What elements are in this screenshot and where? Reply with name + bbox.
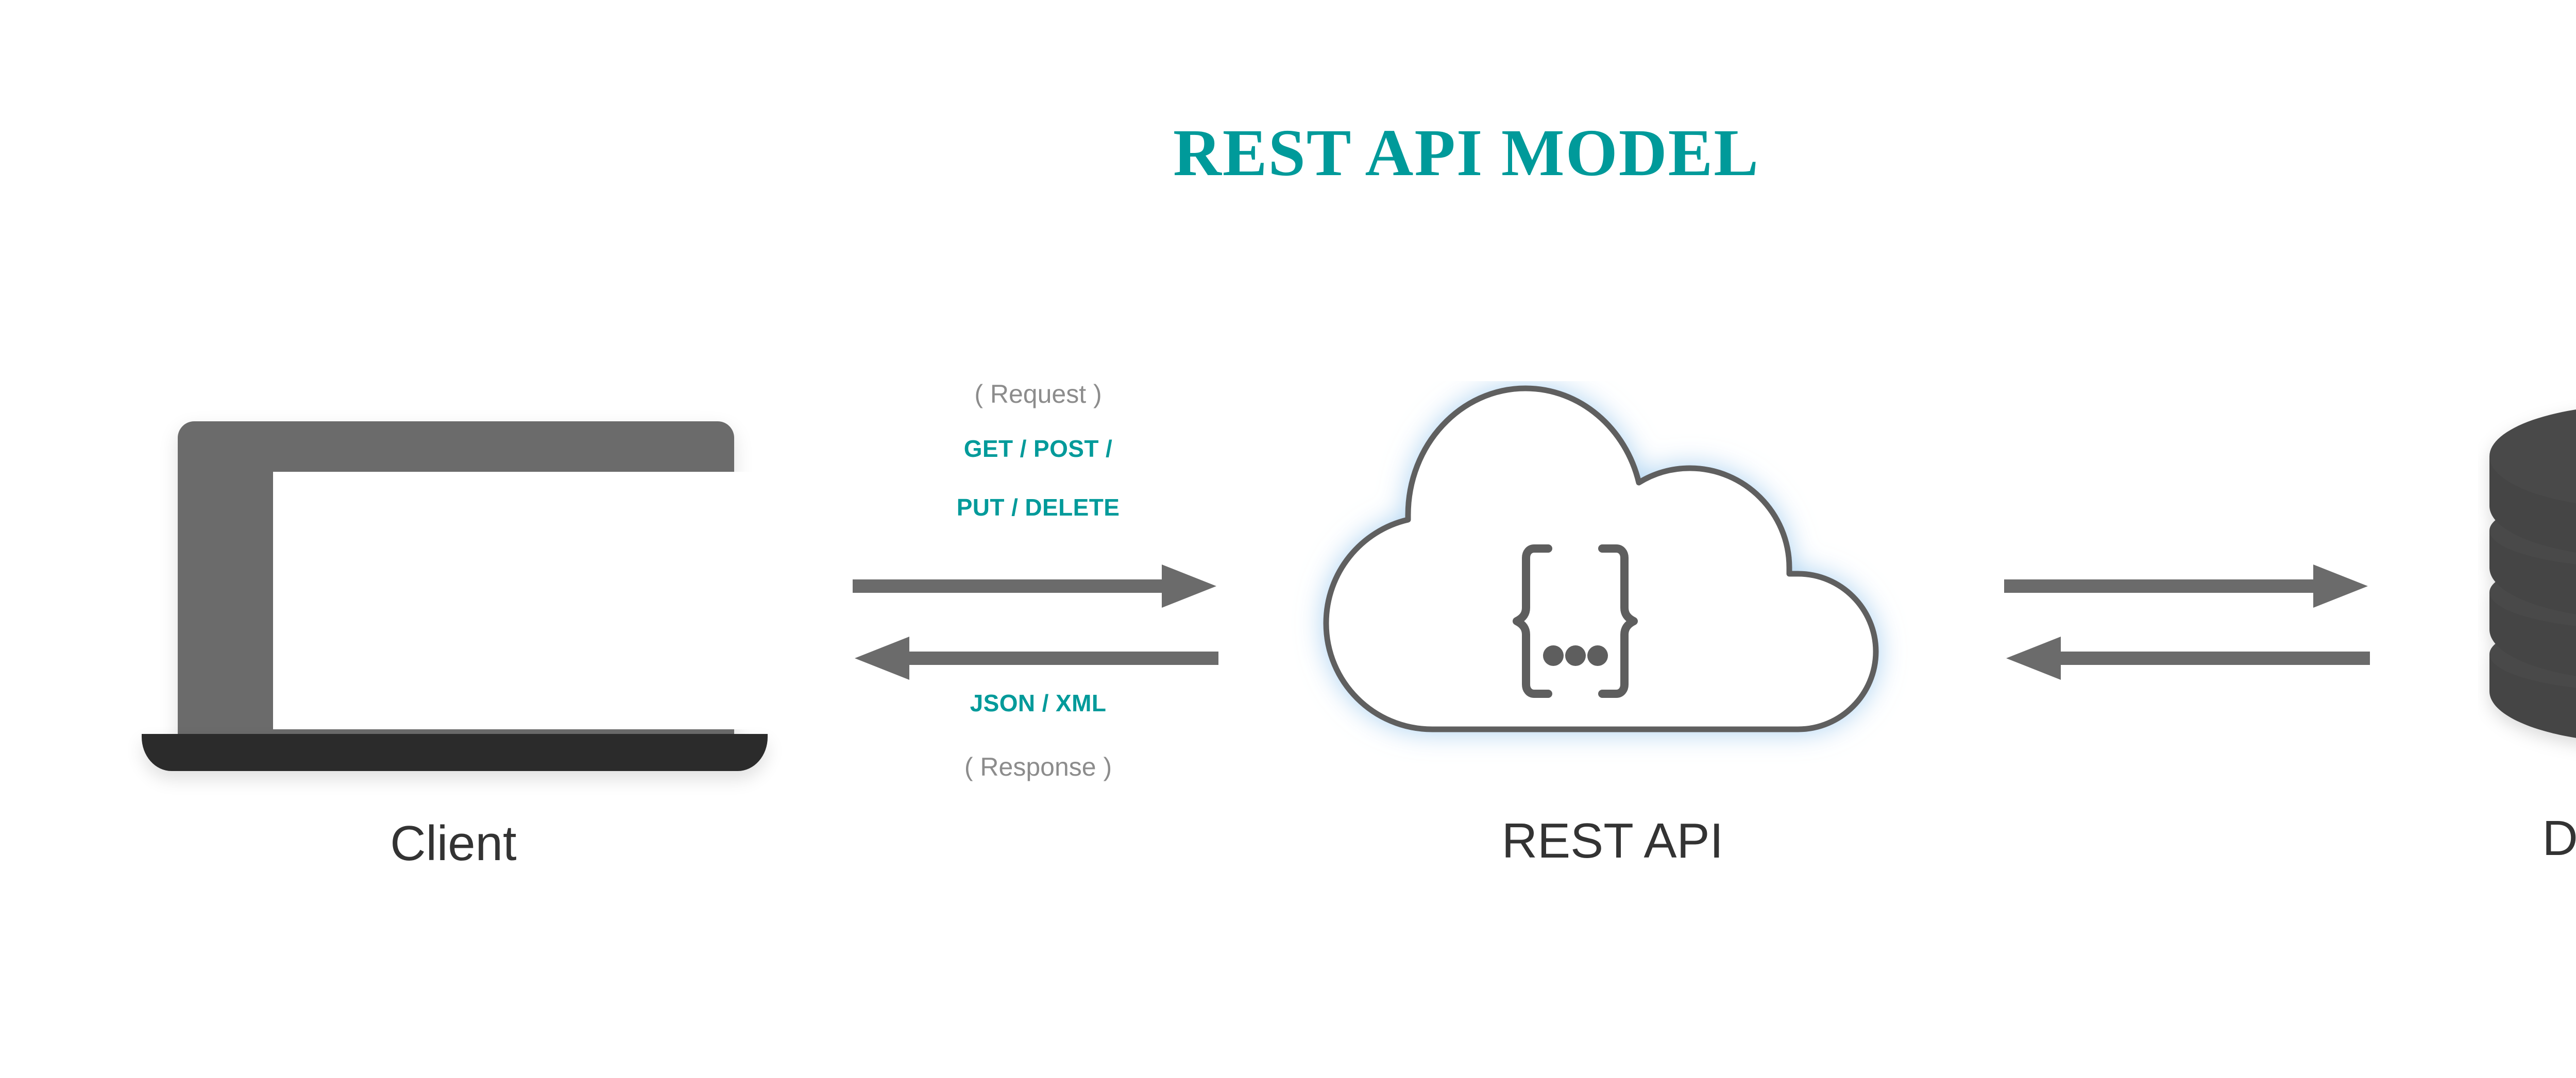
request-response-labels: ( Request ) GET / POST / PUT / DELETE JS… bbox=[835, 381, 1242, 793]
ellipsis-dot-3 bbox=[1587, 645, 1608, 666]
http-verbs-line-2: PUT / DELETE bbox=[956, 494, 1120, 521]
page-title: REST API MODEL bbox=[1173, 116, 1760, 190]
database-cylinder-icon bbox=[2489, 409, 2576, 738]
payload-format-label: JSON / XML bbox=[970, 690, 1107, 716]
response-label: ( Response ) bbox=[964, 752, 1112, 781]
laptop-icon bbox=[178, 421, 768, 755]
left-brace-glyph bbox=[1513, 544, 1552, 698]
right-brace-glyph bbox=[1598, 544, 1638, 698]
rest-api-node[interactable] bbox=[1273, 381, 1953, 788]
database-node[interactable] bbox=[2478, 397, 2576, 788]
arrow-client-to-api-icon bbox=[853, 561, 1218, 611]
request-label: ( Request ) bbox=[974, 380, 1102, 408]
laptop-base bbox=[142, 734, 768, 771]
client-label: Client bbox=[390, 816, 517, 871]
cloud-icon bbox=[1323, 385, 1879, 732]
arrow-database-to-api-icon bbox=[2004, 634, 2370, 683]
ellipsis-dot-2 bbox=[1565, 645, 1586, 666]
http-verbs-line-1: GET / POST / bbox=[963, 435, 1113, 462]
client-node[interactable] bbox=[113, 402, 793, 783]
database-label: Database bbox=[2542, 811, 2576, 866]
laptop-screen bbox=[273, 472, 768, 729]
arrow-api-to-client-icon bbox=[853, 634, 1218, 683]
ellipsis-dot-1 bbox=[1543, 645, 1564, 666]
rest-api-label: REST API bbox=[1501, 813, 1724, 868]
arrow-api-to-database-icon bbox=[2004, 561, 2370, 611]
